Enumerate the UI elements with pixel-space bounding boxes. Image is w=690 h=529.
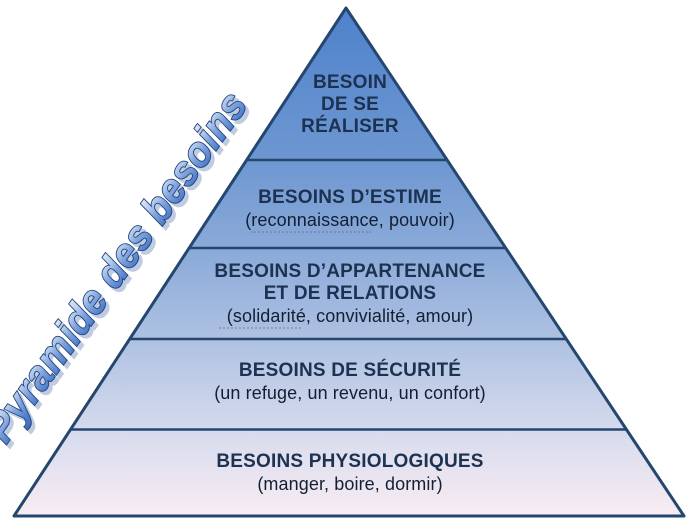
pyramid-shape (12, 6, 686, 518)
spellcheck-dots-solidarite (219, 325, 301, 329)
spellcheck-dots-reconnaissance (251, 229, 371, 233)
